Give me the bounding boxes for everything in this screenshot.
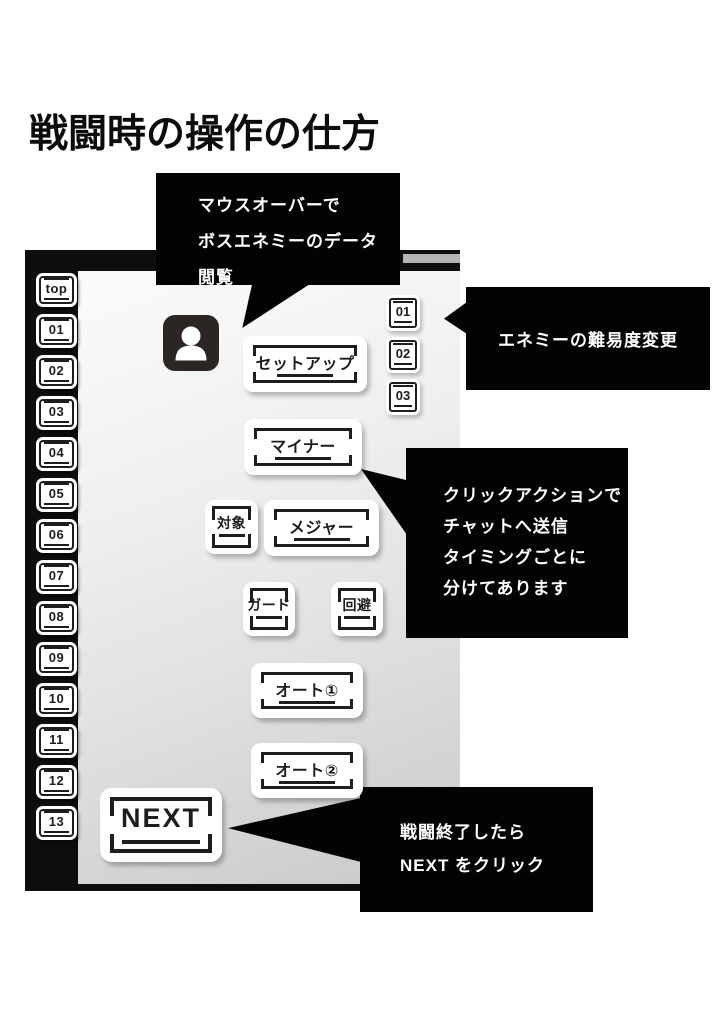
stencil-frame (338, 588, 376, 630)
callout-line: 戦闘終了したら (400, 823, 526, 842)
sidebar-tab-label: 01 (48, 322, 65, 337)
sidebar-tab-12[interactable]: 12 (36, 765, 77, 799)
stencil-frame (253, 345, 357, 383)
sidebar-tab-10[interactable]: 10 (36, 683, 77, 717)
sidebar-tab-label: 12 (48, 773, 65, 788)
sidebar-tab-06[interactable]: 06 (36, 519, 77, 553)
setup-button-label: セットアップ (255, 356, 355, 373)
callout-line: 分けてあります (443, 579, 569, 598)
panel-bottom-bar (25, 884, 460, 891)
sidebar-tab-03[interactable]: 03 (36, 396, 77, 430)
callout-line: マウスオーバーで (198, 196, 341, 215)
callout-line: NEXT をクリック (400, 856, 546, 875)
sidebar-tab-label: 10 (48, 691, 65, 706)
next-button-label: NEXT (120, 803, 201, 833)
auto1-button-label: オート① (275, 683, 339, 700)
difficulty-button-label: 03 (395, 388, 411, 403)
difficulty-button-01[interactable]: 01 (386, 295, 420, 331)
difficulty-button-03[interactable]: 03 (386, 379, 420, 415)
sidebar-tab-label: 04 (48, 445, 65, 460)
stencil-frame (274, 509, 369, 547)
sidebar-tab-label: 02 (48, 363, 65, 378)
sidebar-tab-top[interactable]: top (36, 273, 77, 307)
stencil-frame (212, 506, 251, 548)
sidebar-tab-label: 07 (48, 568, 65, 583)
major-button-label: メジャー (288, 520, 355, 537)
callout-line: エネミーの難易度変更 (498, 331, 678, 350)
difficulty-button-label: 02 (395, 346, 411, 361)
target-button[interactable]: 対象 (205, 500, 258, 554)
guard-button[interactable]: ガード (243, 582, 295, 636)
sidebar-tab-label: 11 (49, 732, 64, 747)
guard-button-label: ガード (247, 597, 291, 613)
sidebar-tab-label: 08 (48, 609, 65, 624)
callout-battle-end: 戦闘終了したら NEXT をクリック (360, 787, 593, 912)
auto2-button-label: オート② (275, 763, 339, 780)
callout-boss-data: マウスオーバーで ボスエネミーのデータ 閲覧 (156, 173, 400, 287)
sidebar-tab-label: 05 (48, 486, 65, 501)
sidebar-tab-13[interactable]: 13 (36, 806, 77, 840)
minor-button-label: マイナー (270, 439, 336, 456)
evade-button-label: 回避 (342, 597, 372, 613)
person-icon (175, 326, 207, 361)
minor-button[interactable]: マイナー (244, 419, 362, 475)
sidebar-tab-09[interactable]: 09 (36, 642, 77, 676)
callout-difficulty: エネミーの難易度変更 (466, 287, 710, 390)
sidebar-tab-04[interactable]: 04 (36, 437, 77, 471)
sidebar-tab-05[interactable]: 05 (36, 478, 77, 512)
callout-chat-action: クリックアクションで チャットへ送信 タイミングごとに 分けてあります (406, 448, 628, 638)
sidebar-tab-label: 03 (48, 404, 65, 419)
stencil-frame (261, 752, 353, 789)
sidebar-tab-08[interactable]: 08 (36, 601, 77, 635)
stencil-frame (250, 588, 288, 630)
sidebar-tab-02[interactable]: 02 (36, 355, 77, 389)
auto2-button[interactable]: オート② (251, 743, 363, 798)
callout-line: 閲覧 (198, 268, 234, 287)
sidebar-tab-11[interactable]: 11 (36, 724, 77, 758)
panel-top-bar-highlight (403, 254, 460, 263)
sidebar-tab-label: top (45, 281, 68, 296)
difficulty-button-label: 01 (395, 304, 411, 319)
sidebar-tab-07[interactable]: 07 (36, 560, 77, 594)
setup-button[interactable]: セットアップ (243, 336, 367, 392)
callout-line: チャットへ送信 (443, 517, 569, 536)
auto1-button[interactable]: オート① (251, 663, 363, 718)
stencil-frame (110, 797, 212, 853)
target-button-label: 対象 (217, 515, 246, 531)
page-title: 戦闘時の操作の仕方 (29, 113, 381, 156)
stencil-frame (261, 672, 353, 709)
sidebar-tab-label: 13 (48, 814, 65, 829)
sidebar-tab-label: 06 (48, 527, 65, 542)
callout-line: タイミングごとに (443, 548, 587, 567)
callout-line: ボスエネミーのデータ (198, 232, 378, 251)
callout-line: クリックアクションで (443, 486, 623, 505)
boss-enemy-avatar[interactable] (163, 315, 219, 371)
next-button[interactable]: NEXT (100, 788, 222, 862)
major-button[interactable]: メジャー (264, 500, 379, 556)
stencil-frame (254, 428, 352, 466)
evade-button[interactable]: 回避 (331, 582, 383, 636)
difficulty-button-02[interactable]: 02 (386, 337, 420, 373)
sidebar-tab-01[interactable]: 01 (36, 314, 77, 348)
sidebar-tab-label: 09 (48, 650, 65, 665)
